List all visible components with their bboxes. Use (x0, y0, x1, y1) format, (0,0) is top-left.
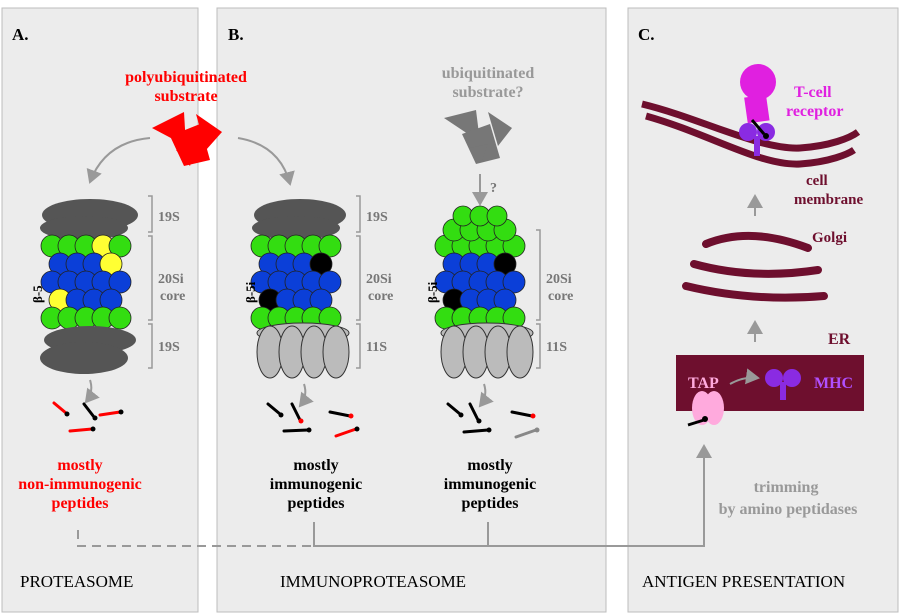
trimming-line1: trimming (754, 479, 819, 496)
peptides-b2 (446, 402, 540, 439)
footer-immunoproteasome: IMMUNOPROTEASOME (280, 572, 466, 591)
cap-b1-20si: 20Si (366, 272, 392, 287)
bracket-b1-20s (356, 235, 361, 321)
mhc-label: MHC (814, 375, 853, 392)
cap-b1-core: core (368, 289, 393, 304)
cap-b1-19s: 19S (366, 210, 388, 225)
subunit-sphere (108, 306, 132, 330)
panel-b-letter: B. (228, 25, 244, 44)
products-a-line1: mostly (57, 457, 102, 474)
peptides-b1 (266, 402, 360, 438)
panel-c-letter: C. (638, 25, 655, 44)
ubiq-substrate-line1: ubiquitinated (442, 65, 535, 82)
bracket-19s-bottom (148, 323, 153, 369)
t-cell-receptor (740, 64, 776, 124)
footer-proteasome: PROTEASOME (20, 572, 133, 591)
arrow-to-immunoproteasome (237, 137, 295, 186)
panel-a-letter: A. (12, 25, 29, 44)
mhc-surface (739, 119, 775, 156)
arrow-to-proteasome (86, 137, 151, 184)
cap-20si: 20Si (158, 272, 184, 287)
products-b2-line3: peptides (462, 495, 519, 512)
tap-label: TAP (688, 375, 719, 392)
beta5i-label-2: β-5i (425, 281, 440, 303)
membrane-label-line1: cell (806, 173, 828, 189)
ubiq-substrate-line2: substrate? (452, 84, 523, 101)
peptides-a (52, 401, 124, 433)
subunit-sphere (318, 270, 342, 294)
trimming-line2: by amino peptidases (719, 501, 858, 518)
products-a-line2: non-immunogenic (18, 476, 142, 493)
beta5-label: β-5 (30, 285, 45, 303)
substrate-label-line1: polyubiquitinated (125, 69, 247, 86)
golgi (682, 231, 828, 302)
cap-b1-11s: 11S (366, 340, 387, 355)
bracket-19s-top (148, 195, 153, 233)
arrow-peptides-a (84, 379, 100, 404)
beta5i-label-1: β-5i (243, 281, 258, 303)
membrane-label-line2: membrane (794, 192, 863, 208)
bracket-b1-11s (356, 323, 361, 369)
golgi-label: Golgi (812, 230, 847, 246)
dashed-connector (77, 530, 314, 547)
cap-11s-subunit (322, 325, 350, 379)
arrow-peptides-b2 (478, 383, 494, 408)
immunoproteasome-2 (434, 205, 534, 379)
bracket-b2-20s (536, 229, 541, 321)
subunit-sphere (108, 270, 132, 294)
arrow-tap-to-mhc (729, 368, 760, 385)
question-mark: ? (490, 181, 497, 196)
solid-connector (313, 444, 712, 547)
footer-antigen-presentation: ANTIGEN PRESENTATION (642, 572, 845, 591)
cell-membrane-upper (641, 100, 861, 152)
cap-b2-11s: 11S (546, 340, 567, 355)
tcr-label-line2: receptor (786, 103, 843, 120)
polyubiquitinated-substrate-shape (152, 112, 222, 166)
cap-b2-20si: 20Si (546, 272, 572, 287)
subunit-sphere (486, 205, 508, 227)
cell-membrane-lower (645, 112, 856, 168)
products-a-line3: peptides (52, 495, 109, 512)
cap-19s-top: 19S (158, 210, 180, 225)
tap-transporter (687, 391, 724, 427)
subunit-sphere (502, 270, 526, 294)
tcr-label-line1: T-cell (794, 84, 832, 101)
products-b2-line1: mostly (467, 457, 512, 474)
subunit-sphere (108, 234, 132, 258)
products-b1-line1: mostly (293, 457, 338, 474)
immunoproteasome-1 (250, 199, 350, 379)
cap-19s-bottom: 19S (158, 340, 180, 355)
bracket-b2-11s (536, 323, 541, 369)
substrate-label-line2: substrate (154, 88, 217, 105)
subunit-sphere (318, 234, 342, 258)
er-label: ER (828, 331, 851, 348)
bracket-b1-19s (356, 195, 361, 233)
mhc-er (765, 369, 801, 400)
cap-core: core (160, 289, 185, 304)
products-b2-line2: immunogenic (444, 476, 536, 493)
bracket-20s (148, 235, 153, 321)
cap-b2-core: core (548, 289, 573, 304)
arrow-peptides-b1 (298, 383, 314, 408)
products-b1-line2: immunogenic (270, 476, 362, 493)
proteasome-a (40, 199, 138, 374)
cap-11s-subunit (506, 325, 534, 379)
ubiquitinated-substrate-shape (444, 110, 512, 164)
products-b1-line3: peptides (288, 495, 345, 512)
